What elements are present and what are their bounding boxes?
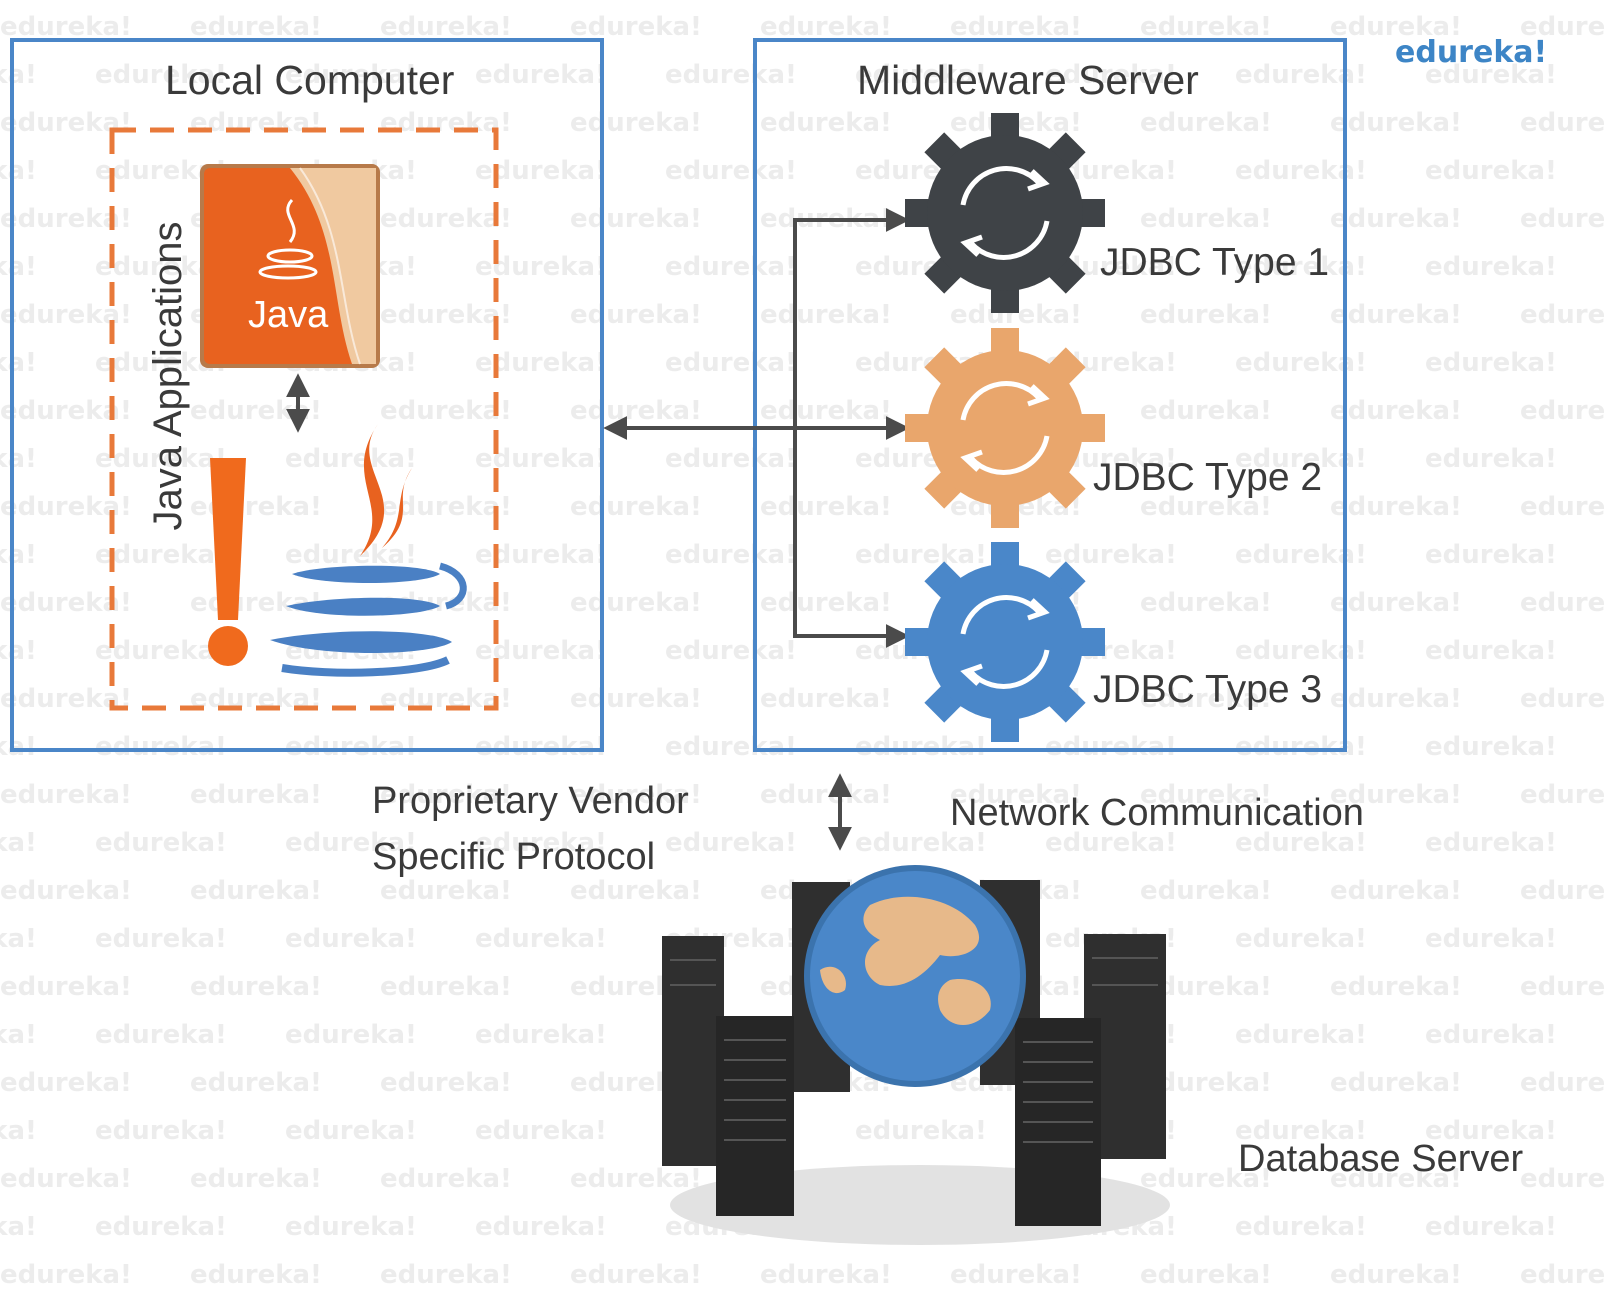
brand-logo: edureka! <box>1395 35 1548 70</box>
java-logo-icon <box>270 424 467 677</box>
local-computer-title: Local Computer <box>165 57 455 103</box>
middleware-server-box <box>753 38 1347 752</box>
java-applications-group <box>109 127 499 711</box>
java-applications-label: Java Applications <box>146 221 190 531</box>
java-badge-text: Java <box>248 294 329 336</box>
jdbc-type-3-label: JDBC Type 3 <box>1093 668 1323 711</box>
database-server-label: Database Server <box>1238 1138 1524 1180</box>
server-globe-icon <box>662 865 1170 1245</box>
jdbc-type-2-label: JDBC Type 2 <box>1093 456 1323 499</box>
connection-arrows <box>603 208 910 851</box>
middleware-server-title: Middleware Server <box>857 57 1199 103</box>
jdbc-type-1-label: JDBC Type 1 <box>1100 241 1330 284</box>
java-badge-icon <box>200 164 380 368</box>
protocol-label-line2: Specific Protocol <box>372 836 656 878</box>
network-communication-label: Network Communication <box>950 792 1364 834</box>
gear-icon <box>905 328 1105 528</box>
local-computer-box <box>10 38 604 752</box>
gear-icon <box>905 542 1105 742</box>
protocol-label-line1: Proprietary Vendor <box>372 780 689 822</box>
exclamation-icon <box>208 458 248 666</box>
gear-icon <box>905 113 1105 313</box>
